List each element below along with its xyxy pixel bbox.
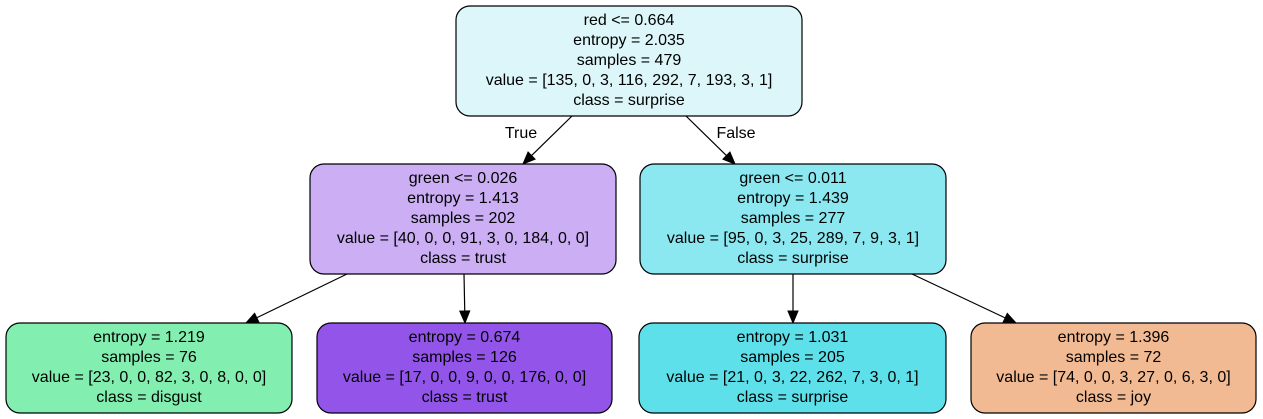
node-text-line: samples = 72 [1066,349,1162,366]
edge-line [463,273,466,312]
edge-right-to-leaf-4 [911,273,1018,324]
edge-left-to-leaf-1 [244,273,348,324]
node-text-line: value = [23, 0, 0, 82, 3, 0, 8, 0, 0] [32,369,266,386]
node-text-line: value = [95, 0, 3, 25, 289, 7, 9, 3, 1] [667,230,919,247]
node-text-line: entropy = 1.031 [737,329,849,346]
arrow-head [722,151,736,165]
tree-node-leaf-4: entropy = 1.396 samples = 72 value = [74, … [970,322,1257,414]
node-text-line: value = [17, 0, 0, 9, 0, 0, 176, 0, 0] [343,369,586,386]
arrow-head [522,151,536,165]
node-text-line: class = surprise [573,92,685,109]
node-box [455,5,803,117]
edges-layer: True False [244,115,1018,325]
node-text-line: red <= 0.664 [584,12,675,29]
arrow-head [787,310,799,325]
node-text-line: entropy = 1.219 [93,329,205,346]
edge-line [911,273,1006,319]
tree-node-left: green <= 0.026 entropy = 1.413 samples = 2… [309,163,617,275]
node-text-line: entropy = 1.413 [407,190,519,207]
edge-label: False [716,125,755,142]
node-text-line: green <= 0.026 [409,170,518,187]
node-text-line: value = [21, 0, 3, 22, 262, 7, 3, 0, 1] [666,369,918,386]
edge-root-to-left: True [505,115,573,165]
node-box [309,163,617,275]
tree-node-right: green <= 0.011 entropy = 1.439 samples = 2… [639,163,947,275]
node-text-line: class = surprise [737,250,849,267]
node-text-line: value = [74, 0, 0, 3, 27, 0, 6, 3, 0] [996,369,1230,386]
node-text-line: entropy = 0.674 [409,329,521,346]
arrow-head [458,310,471,325]
node-text-line: samples = 76 [101,349,197,366]
edge-line [531,115,573,157]
tree-node-root: red <= 0.664 entropy = 2.035 samples = 479… [455,5,803,117]
node-text-line: entropy = 1.439 [737,190,849,207]
edge-line [685,115,727,157]
node-box [5,322,293,414]
edge-root-to-right: False [685,115,756,165]
node-text-line: samples = 277 [741,210,846,227]
tree-node-leaf-3: entropy = 1.031 samples = 205 value = [21,… [638,322,947,414]
node-text-line: samples = 205 [740,349,845,366]
tree-node-leaf-2: entropy = 0.674 samples = 126 value = [17,… [316,322,613,414]
node-text-line: samples = 479 [577,52,682,69]
node-box [639,163,947,275]
node-text-line: entropy = 1.396 [1058,329,1170,346]
node-text-line: class = trust [422,389,508,406]
arrow-head [244,312,260,324]
nodes-layer: red <= 0.664 entropy = 2.035 samples = 479… [5,5,1257,414]
node-text-line: samples = 126 [412,349,517,366]
node-text-line: green <= 0.011 [739,170,846,187]
edge-right-to-leaf-3 [787,274,799,325]
node-box [638,322,947,414]
node-box [970,322,1257,414]
node-text-line: class = disgust [96,389,202,406]
node-text-line: samples = 202 [411,210,516,227]
node-text-line: class = trust [420,250,506,267]
node-box [316,322,613,414]
node-text-line: value = [40, 0, 0, 91, 3, 0, 184, 0, 0] [337,230,589,247]
arrow-head [1002,312,1018,324]
edge-label: True [505,125,537,142]
node-text-line: class = joy [1076,389,1151,406]
edge-line [256,273,348,319]
node-text-line: value = [135, 0, 3, 116, 292, 7, 193, 3,… [486,72,773,89]
node-text-line: class = surprise [737,389,849,406]
node-text-line: entropy = 2.035 [573,32,685,49]
tree-node-leaf-1: entropy = 1.219 samples = 76 value = [23, … [5,322,293,414]
edge-left-to-leaf-2 [458,273,471,325]
